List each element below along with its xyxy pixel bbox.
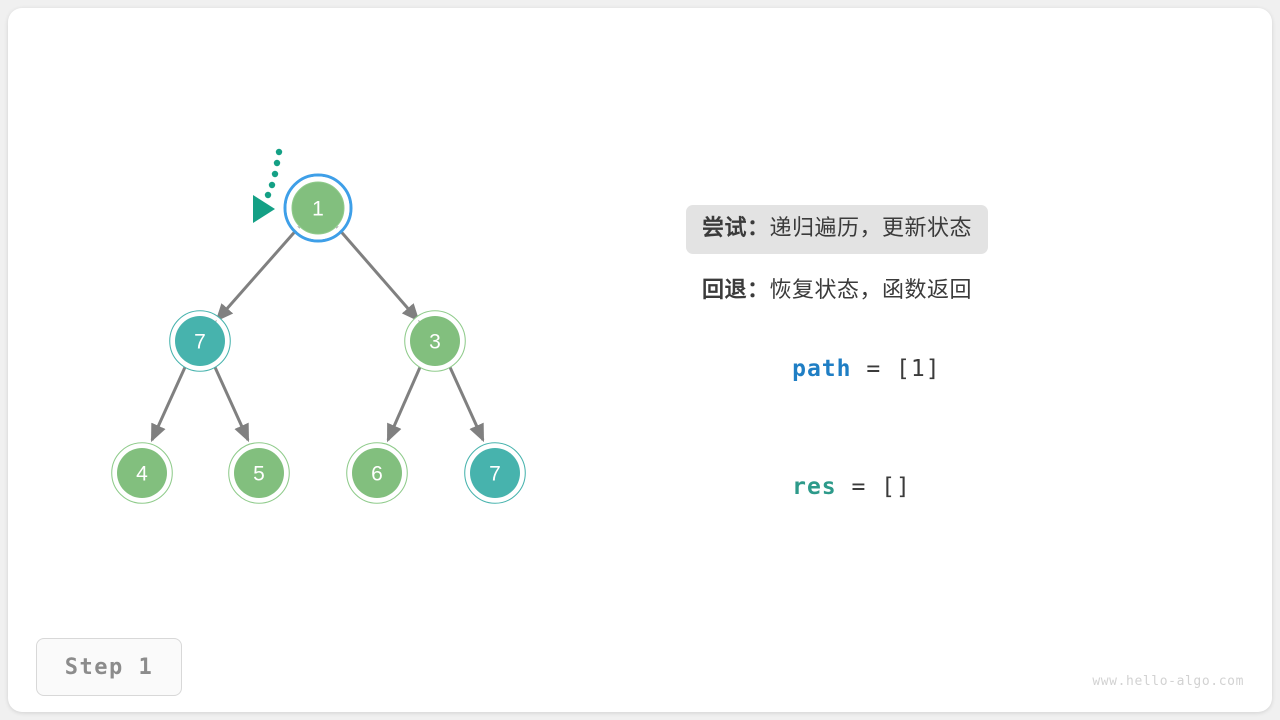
watermark: www.hello-algo.com: [1092, 674, 1244, 689]
pointer-dot: [273, 159, 281, 167]
node-circle: [291, 181, 345, 235]
node-inner-gap: [405, 311, 465, 371]
node-highlight-ring: [283, 173, 353, 243]
try-phase-row: 尝试：递归遍历，更新状态: [686, 205, 989, 254]
pointer-dot: [275, 148, 283, 156]
edge-7-5: [212, 364, 250, 443]
edge-1-3: [335, 226, 420, 322]
res-variable-value: = []: [836, 474, 911, 500]
node-outer-ring: [404, 310, 466, 372]
node-outer-ring: [464, 442, 526, 504]
pointer-dot: [264, 191, 272, 199]
node-outer-ring: [346, 442, 408, 504]
node-circle: [410, 316, 460, 366]
node-inner-gap: [286, 176, 350, 240]
try-phase-key: 尝试：: [702, 216, 770, 241]
node-inner-gap: [170, 311, 230, 371]
path-variable-row: path = [1]: [703, 330, 941, 408]
tree-node-7-left[interactable]: 7: [169, 310, 231, 372]
tree-node-4[interactable]: 4: [111, 442, 173, 504]
res-variable-name: res: [792, 474, 837, 500]
try-phase-text: 递归遍历，更新状态: [769, 216, 973, 241]
tree-node-1[interactable]: 1: [283, 173, 353, 243]
node-circle: [470, 448, 520, 498]
edge-3-6: [386, 364, 423, 443]
backtrack-phase-text: 恢复状态，函数返回: [769, 278, 973, 303]
path-variable-name: path: [792, 356, 852, 382]
node-inner-gap: [347, 443, 407, 503]
pointer-arrow-icon: [253, 195, 275, 223]
res-variable-row: res = []: [703, 448, 911, 526]
recursion-entry-pointer: [253, 148, 283, 223]
node-circle: [175, 316, 225, 366]
node-inner-gap: [465, 443, 525, 503]
edge-1-7: [215, 226, 301, 322]
path-variable-value: = [1]: [851, 356, 941, 382]
tree-node-7-right[interactable]: 7: [464, 442, 526, 504]
node-inner-gap: [229, 443, 289, 503]
edge-3-7: [447, 364, 485, 443]
pointer-dot: [271, 170, 279, 178]
node-outer-ring: [169, 310, 231, 372]
node-circle: [352, 448, 402, 498]
edge-7-4: [150, 364, 188, 443]
node-inner-gap: [112, 443, 172, 503]
node-circle: [117, 448, 167, 498]
backtrack-phase-key: 回退：: [702, 278, 770, 303]
tree-node-5[interactable]: 5: [228, 442, 290, 504]
tree-edges: [150, 226, 485, 443]
node-outer-ring: [111, 442, 173, 504]
backtrack-phase-row: 回退：恢复状态，函数返回: [702, 267, 972, 316]
pointer-dot: [268, 181, 276, 189]
tree-node-3[interactable]: 3: [404, 310, 466, 372]
tree-nodes: 1 7 3 4: [111, 173, 526, 504]
step-badge: Step 1: [36, 638, 182, 696]
tree-node-6[interactable]: 6: [346, 442, 408, 504]
node-circle: [234, 448, 284, 498]
node-outer-ring: [228, 442, 290, 504]
step-badge-label: Step 1: [64, 654, 154, 680]
